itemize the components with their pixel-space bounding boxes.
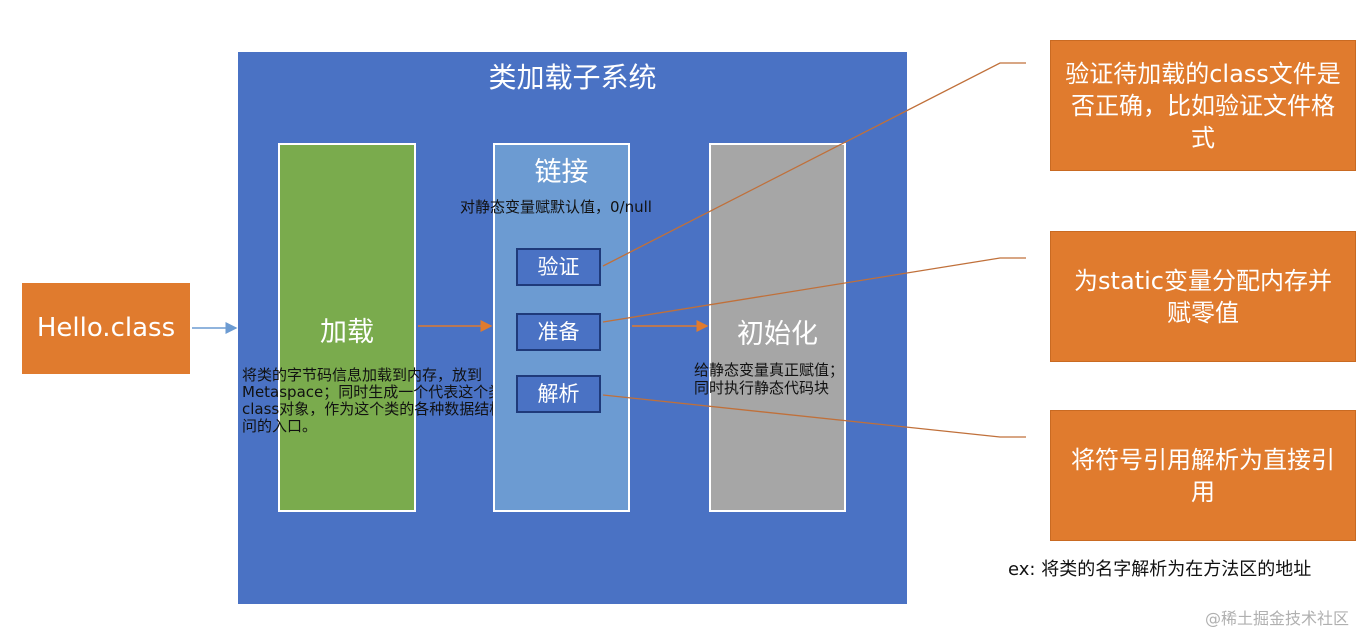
hello-class-box: Hello.class [22,283,190,374]
step-prepare: 准备 [516,313,601,351]
connector-resolve [602,394,1026,438]
load-phase-box [278,143,416,512]
connector-verify [602,62,1026,267]
load-description: 将类的字节码信息加载到内存，放到Metaspace；同时生成一个代表这个类的cl… [242,366,520,435]
load-phase-label: 加载 [320,317,374,348]
step-verify: 验证 [516,248,601,286]
connector-prepare [602,257,1026,323]
link-phase-label: 链接 [534,157,589,188]
explanation-resolve-text: 将符号引用解析为直接引用 [1071,445,1335,506]
step-resolve: 解析 [516,375,601,413]
init-phase-label: 初始化 [737,319,818,350]
init-note-line2: 同时执行静态代码块 [694,379,830,397]
init-note-line1: 给静态变量真正赋值； [694,361,845,379]
explanation-verify: 验证待加载的class文件是否正确，比如验证文件格式 [1050,40,1356,171]
explanation-verify-text: 验证待加载的class文件是否正确，比如验证文件格式 [1065,59,1341,152]
subsystem-title: 类加载子系统 [488,61,657,94]
explanation-prepare-text: 为static变量分配内存并赋零值 [1074,266,1332,327]
resolve-example: ex: 将类的名字解析为在方法区的地址 [1008,559,1312,580]
link-note: 对静态变量赋默认值，0/null [460,198,652,216]
explanation-prepare: 为static变量分配内存并赋零值 [1050,231,1356,362]
watermark: @稀土掘金技术社区 [1205,609,1350,628]
explanation-resolve: 将符号引用解析为直接引用 [1050,410,1356,541]
init-phase-box [709,143,846,512]
